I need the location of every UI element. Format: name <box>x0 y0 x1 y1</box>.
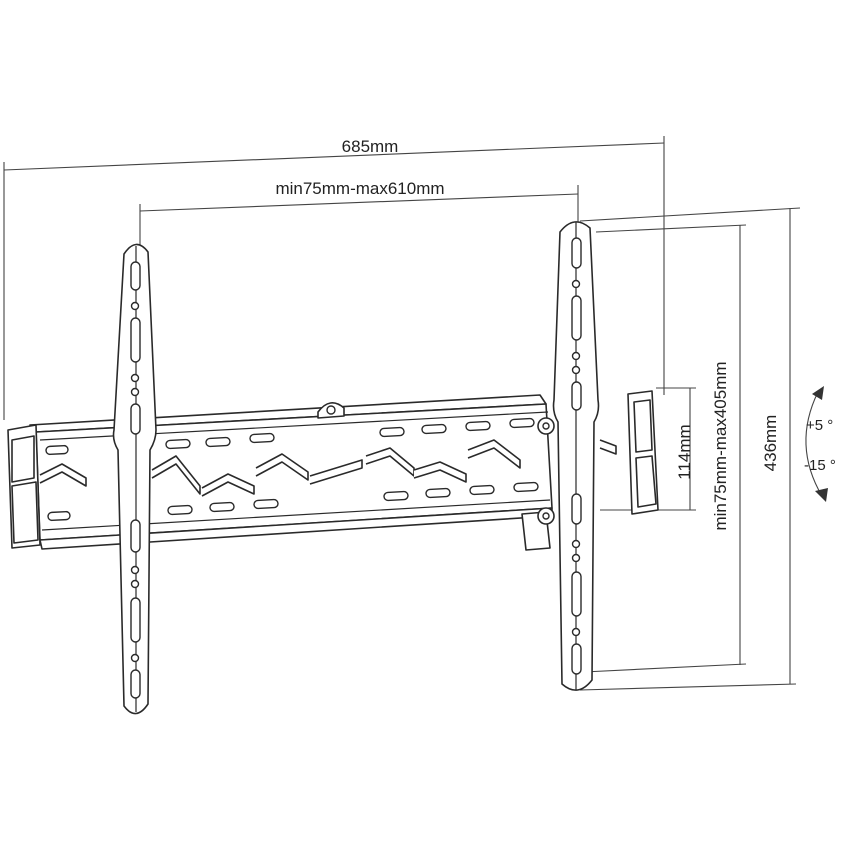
overall-height-label: 436mm <box>761 415 780 472</box>
tilt-up-label: +5 ° <box>806 417 833 434</box>
tilt-down-label: -15 ° <box>804 457 836 474</box>
lower-slot-row <box>47 481 539 522</box>
left-end-cap <box>7 424 41 549</box>
tilt-knob-icon <box>537 417 555 525</box>
left-mounting-arm <box>112 243 157 715</box>
overall-width-label: 685mm <box>342 137 399 156</box>
wall-plate-height-label: 114mm <box>675 424 694 479</box>
right-mounting-arm <box>537 221 600 691</box>
chevron-slot-row <box>39 439 617 497</box>
tilt-arc-icon <box>805 386 828 502</box>
vesa-horizontal-dimension <box>139 185 579 245</box>
overall-width-dimension <box>3 136 665 420</box>
vesa-vertical-label: min75mm-max405mm <box>711 361 730 530</box>
right-end-cap <box>627 390 659 515</box>
left-arm-slots <box>130 261 141 699</box>
upper-slot-row <box>45 417 535 456</box>
overall-height-dimension <box>579 207 801 691</box>
vesa-horizontal-label: min75mm-max610mm <box>275 179 444 198</box>
vesa-vertical-dimension <box>583 224 747 673</box>
right-arm-slots <box>571 237 582 675</box>
